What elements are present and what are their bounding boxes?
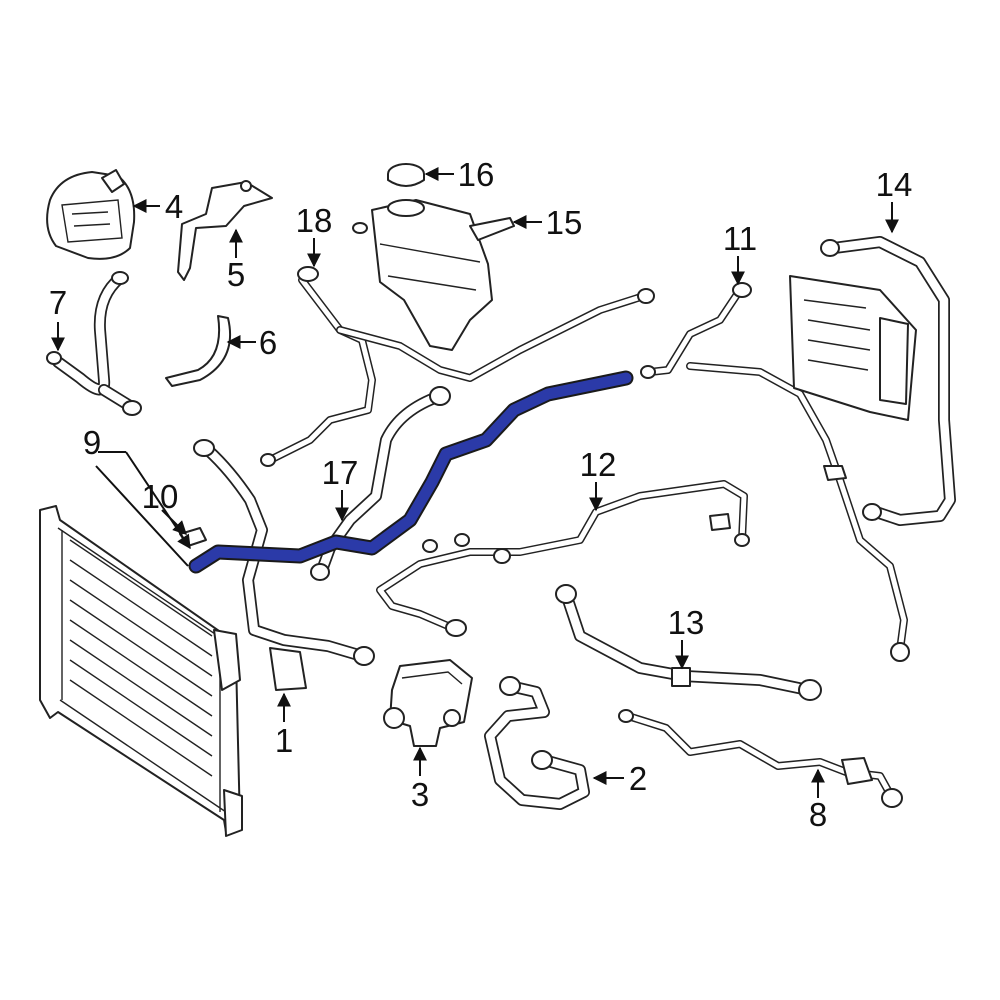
leader-10 [161, 509, 187, 535]
callout-15: 15 [546, 204, 583, 241]
hose-right-line [686, 362, 910, 662]
heater-core-part-14 [789, 275, 917, 421]
hose-part-2 [484, 676, 590, 810]
callout-5: 5 [227, 256, 245, 293]
callout-3: 3 [411, 776, 429, 813]
callout-6: 6 [259, 324, 277, 361]
highlighted-hose-part-9 [188, 370, 634, 574]
clamp-part-6 [165, 315, 232, 387]
leader-lines [51, 167, 899, 798]
callout-14: 14 [876, 166, 913, 203]
callout-18: 18 [296, 202, 333, 239]
hose-part-13 [555, 584, 822, 701]
callout-11: 11 [723, 220, 757, 257]
hose-part-1 [193, 439, 375, 691]
line-part-8 [618, 709, 903, 808]
callout-7: 7 [49, 284, 67, 321]
line-part-12 [376, 480, 750, 637]
callout-17: 17 [322, 454, 359, 491]
callout-10: 10 [142, 478, 179, 515]
bracket-part-5 [177, 180, 273, 281]
callout-8: 8 [809, 796, 827, 833]
callout-13: 13 [668, 604, 705, 641]
hose-part-14 [820, 236, 956, 526]
coolant-pump-part-4 [46, 169, 136, 260]
callout-16: 16 [458, 156, 495, 193]
reservoir-cap-part-16 [387, 163, 425, 187]
hose-part-7 [46, 271, 142, 416]
callout-4: 4 [165, 188, 183, 225]
line-part-18 [260, 266, 655, 467]
callout-1: 1 [275, 722, 293, 759]
callout-12: 12 [580, 446, 617, 483]
callout-2: 2 [629, 760, 647, 797]
valve-part-3 [383, 659, 473, 747]
callout-labels: 1 2 3 4 5 6 7 8 9 10 11 12 13 14 15 16 1… [49, 156, 913, 833]
hose-part-17 [310, 386, 451, 581]
coolant-reservoir-part-15 [352, 199, 515, 351]
callout-9: 9 [83, 424, 101, 461]
radiator [39, 505, 243, 837]
